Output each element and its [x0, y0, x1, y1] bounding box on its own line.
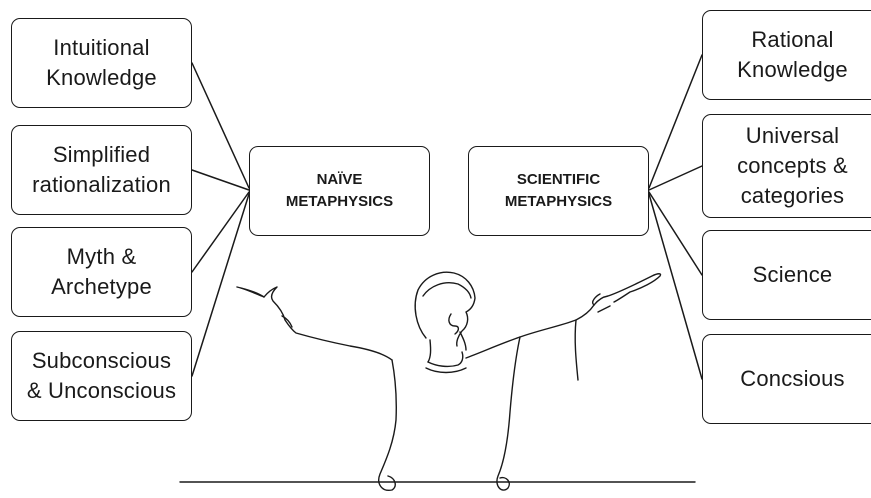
node-scientific-metaphysics: SCIENTIFIC METAPHYSICS [468, 146, 649, 236]
node-rational-knowledge: Rational Knowledge [702, 10, 871, 100]
node-simplified-rationalization: Simplified rationalization [11, 125, 192, 215]
node-intuitional-knowledge: Intuitional Knowledge [11, 18, 192, 108]
node-universal-concepts-categories: Universal concepts & categories [702, 114, 871, 218]
node-myth-archetype: Myth & Archetype [11, 227, 192, 317]
node-conscious: Concsious [702, 334, 871, 424]
node-subconscious-unconscious: Subconscious & Unconscious [11, 331, 192, 421]
node-naive-metaphysics: NAÏVE METAPHYSICS [249, 146, 430, 236]
node-science: Science [702, 230, 871, 320]
